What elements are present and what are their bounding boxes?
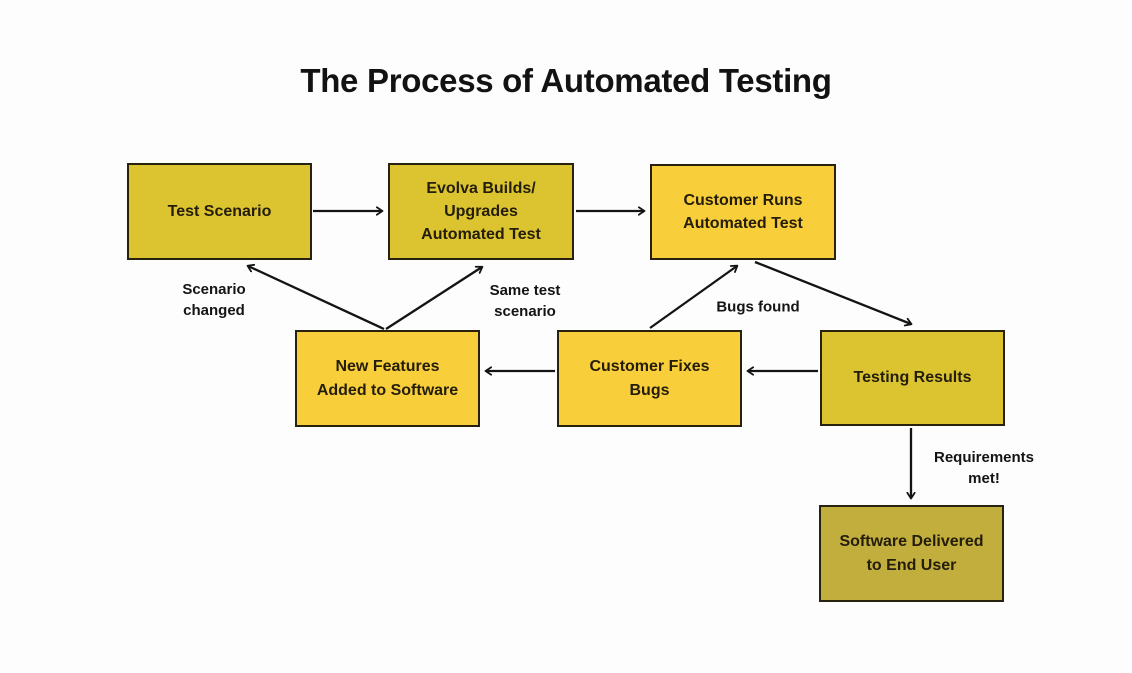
page-title: The Process of Automated Testing (300, 62, 832, 99)
node-evolva-builds-upgrades: Evolva Builds/ Upgrades Automated Test (388, 163, 574, 260)
node-new-features-added: New Features Added to Software (295, 330, 480, 427)
node-test-scenario: Test Scenario (127, 163, 312, 260)
edge-customer-runs-to-testing-results (754, 260, 911, 324)
edge-label-requirements-met: Requirements met! (933, 449, 1035, 487)
edge-label-same-test-scenario: Same test scenario (489, 282, 561, 320)
node-customer-fixes-bugs: Customer Fixes Bugs (557, 330, 742, 427)
node-customer-runs-test: Customer Runs Automated Test (650, 164, 836, 260)
edge-new-features-to-evolva (385, 267, 482, 330)
edge-customer-fixes-to-customer-runs (649, 266, 737, 329)
edge-new-features-to-test-scenario (248, 266, 385, 331)
node-testing-results: Testing Results (820, 330, 1005, 426)
edge-label-bugs-found: Bugs found (716, 298, 800, 316)
edge-label-scenario-changed: Scenario changed (182, 281, 246, 319)
node-software-delivered: Software Delivered to End User (819, 505, 1004, 602)
